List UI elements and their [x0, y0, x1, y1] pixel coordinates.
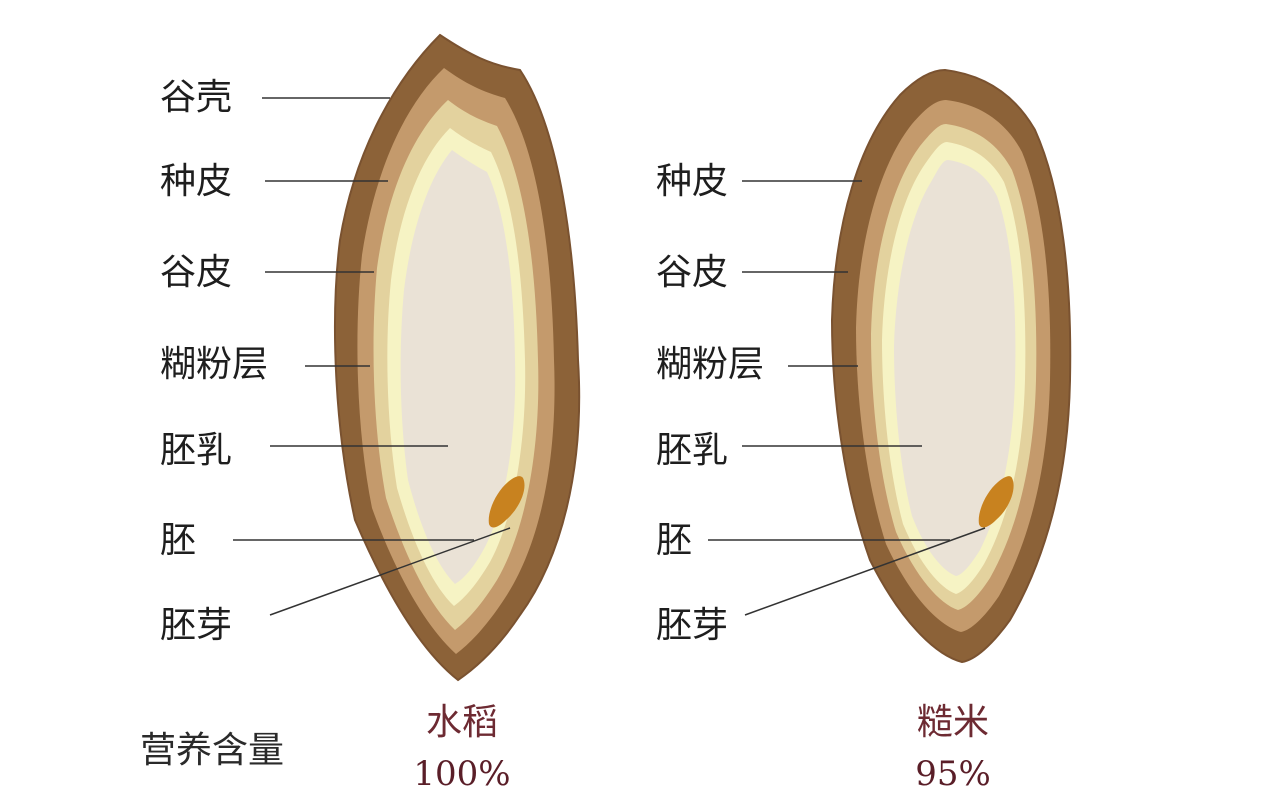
label-germ: 胚芽: [160, 605, 233, 646]
paddy-grain: [233, 33, 581, 682]
label-embryo: 胚: [656, 520, 693, 561]
label-aleurone: 糊粉层: [160, 344, 269, 385]
label-seed-coat: 种皮: [160, 161, 233, 202]
grain-caption-brown-rice: 糙米: [916, 702, 989, 743]
label-germ: 胚芽: [656, 605, 729, 646]
leader-line: [269, 527, 511, 616]
label-seed-coat: 种皮: [656, 161, 729, 202]
endosperm-region: [894, 160, 1016, 576]
nutrition-value-brown-rice: 95%: [915, 754, 991, 794]
nutrition-value-paddy: 100%: [413, 754, 511, 794]
leader-line: [744, 527, 986, 616]
embryo: [488, 476, 525, 528]
label-endosperm: 胚乳: [656, 430, 729, 471]
label-husk: 谷壳: [160, 77, 233, 118]
nutrition-label: 营养含量: [140, 730, 285, 771]
embryo: [978, 476, 1014, 528]
brown-rice-grain: [708, 68, 1072, 664]
label-bran: 谷皮: [160, 252, 233, 293]
endosperm-region: [400, 150, 516, 584]
label-aleurone: 糊粉层: [656, 344, 765, 385]
label-bran: 谷皮: [656, 252, 729, 293]
label-endosperm: 胚乳: [160, 430, 233, 471]
label-embryo: 胚: [160, 520, 197, 561]
grain-caption-paddy: 水稻: [425, 702, 498, 743]
